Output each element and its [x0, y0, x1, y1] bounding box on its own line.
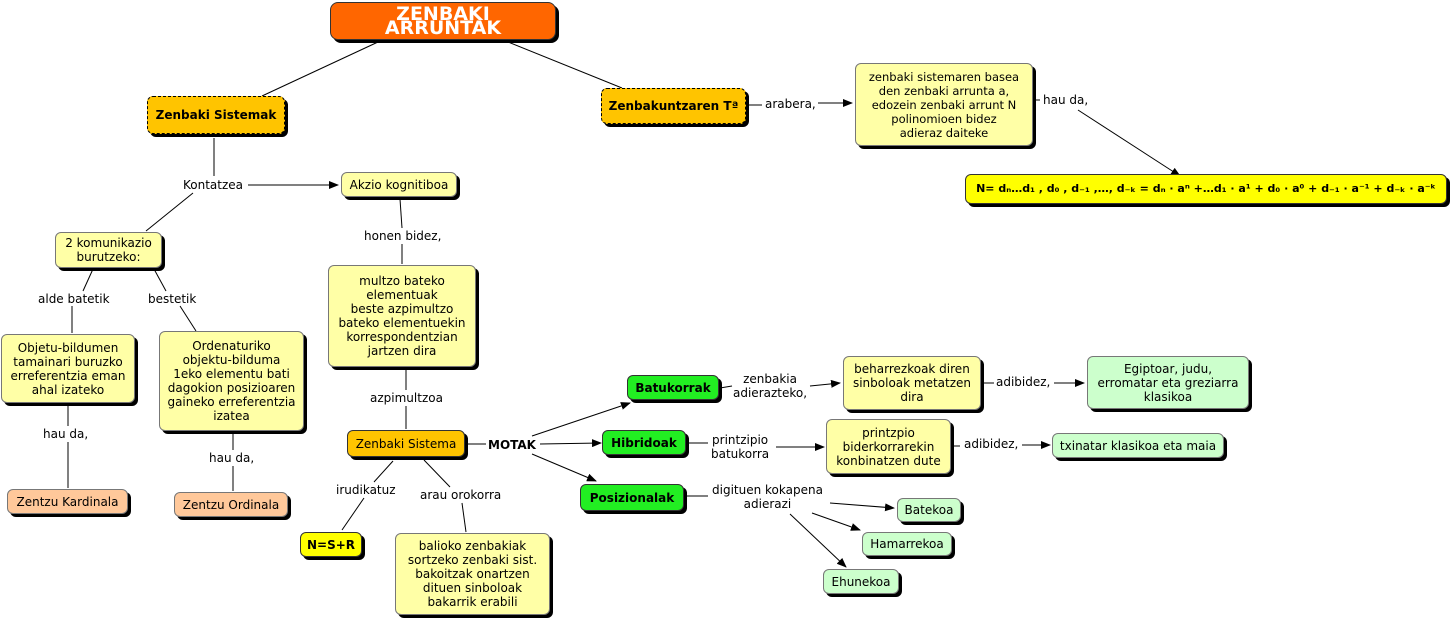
printzipio-biderkorra-node: printzpio biderkorrarekin konbinatzen du… — [826, 419, 951, 474]
label-adibidez-2: adibidez, — [964, 437, 1019, 451]
objetu-node: Objetu-bildumen tamainari buruzko errefe… — [1, 334, 135, 403]
label-motak: MOTAK — [488, 438, 536, 452]
zentzu-ordinala-node: Zentzu Ordinala — [174, 492, 288, 517]
zentzu-kardinala-node: Zentzu Kardinala — [7, 489, 128, 514]
label-arabera: arabera, — [765, 97, 816, 111]
label-azpimultzoa: azpimultzoa — [370, 391, 443, 405]
posizionalak-node: Posizionalak — [580, 484, 684, 511]
akzio-kognitiboa-node: Akzio kognitiboa — [341, 172, 457, 197]
label-kontatzea: Kontatzea — [183, 178, 244, 192]
formula-node: N= dₙ…d₁ , d₀ , d₋₁ ,…, d₋ₖ = dₙ · aⁿ +…… — [965, 174, 1447, 204]
label-digituen: digituen kokapena adierazi — [712, 483, 823, 511]
label-zenbakia: zenbakia adierazteko, — [733, 372, 808, 400]
zenbaki-sistema-node: Zenbaki Sistema — [347, 430, 465, 457]
hamarrekoa-node: Hamarrekoa — [862, 532, 952, 556]
balioko-node: balioko zenbakiak sortzeko zenbaki sist.… — [395, 533, 550, 615]
zenbakuntzaren-node: Zenbakuntzaren Tª — [601, 88, 746, 124]
hibridoak-node: Hibridoak — [602, 430, 686, 455]
beharrezkoak-node: beharrezkoak diren sinboloak metatzen di… — [843, 356, 981, 410]
label-honen-bidez: honen bidez, — [364, 229, 442, 243]
nsr-node: N=S+R — [300, 532, 362, 557]
ordenaturiko-node: Ordenaturiko objektu-bilduma 1eko elemen… — [159, 331, 304, 431]
label-alde-batetik: alde batetik — [38, 292, 110, 306]
link-title-sistemak — [261, 41, 379, 97]
link-title-zenbakuntza — [507, 41, 623, 89]
txinatar-node: txinatar klasikoa eta maia — [1052, 433, 1224, 458]
multzo-node: multzo bateko elementuak beste azpimultz… — [328, 265, 476, 367]
label-irudikatuz: irudikatuz — [336, 483, 396, 497]
zenbaki-sistemak-node: Zenbaki Sistemak — [147, 96, 285, 134]
main-title: ZENBAKI ARRUNTAK — [330, 2, 556, 40]
label-bestetik: bestetik — [148, 292, 197, 306]
batekoa-node: Batekoa — [897, 498, 961, 522]
ehunekoa-node: Ehunekoa — [823, 569, 899, 594]
label-hau-da-1: hau da, — [43, 427, 89, 441]
batukorrak-node: Batukorrak — [627, 375, 719, 400]
label-printzipio-batukorra: printzipio batukorra — [711, 433, 770, 461]
komunikazio-node: 2 komunikazio burutzeko: — [55, 232, 162, 268]
definition-node: zenbaki sistemaren basea den zenbaki arr… — [855, 63, 1033, 146]
label-hau-da-top: hau da, — [1043, 93, 1089, 107]
label-adibidez-1: adibidez, — [996, 375, 1051, 389]
egiptoar-node: Egiptoar, judu, erromatar eta greziarra … — [1087, 356, 1249, 409]
label-hau-da-2: hau da, — [209, 451, 255, 465]
label-arau-orokorra: arau orokorra — [420, 488, 502, 502]
